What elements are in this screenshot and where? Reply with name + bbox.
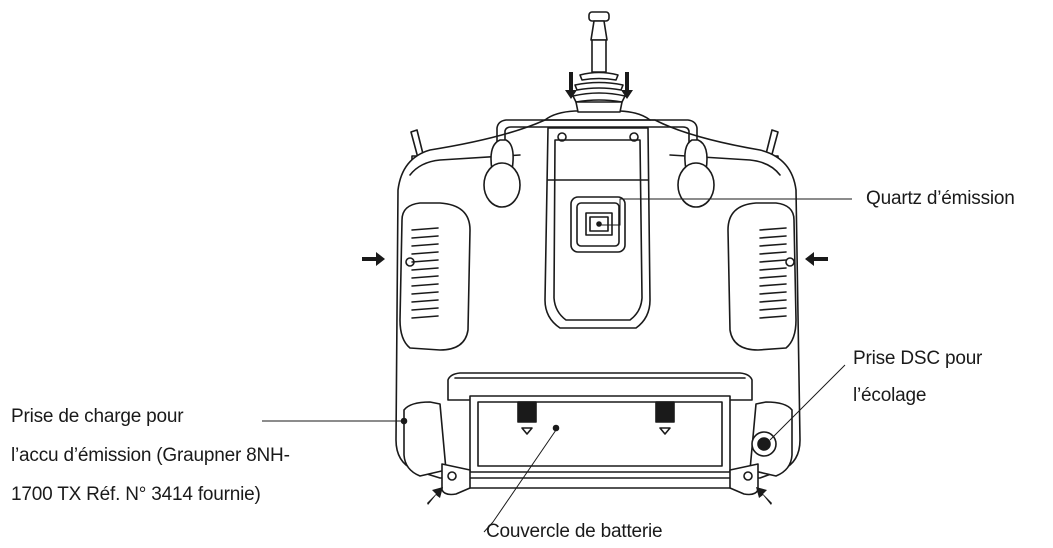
leader-battery-cover bbox=[483, 429, 557, 533]
screw bbox=[447, 471, 457, 481]
arrow-left-icon bbox=[805, 252, 828, 266]
charge-socket bbox=[400, 417, 408, 425]
battery-latch-right bbox=[655, 401, 675, 435]
battery-latch-left bbox=[517, 401, 537, 435]
label-charge-line3: 1700 TX Réf. N° 3414 fournie) bbox=[11, 484, 261, 505]
grip-left bbox=[399, 202, 471, 351]
screw bbox=[743, 471, 753, 481]
arrow-up-right-icon bbox=[427, 487, 443, 505]
arrow-right-icon bbox=[362, 252, 385, 266]
label-battery-cover: Couvercle de batterie bbox=[486, 521, 663, 542]
leader-quartz bbox=[600, 198, 852, 226]
grip-right bbox=[727, 202, 797, 351]
dsc-socket bbox=[751, 431, 777, 457]
switch-right bbox=[677, 139, 715, 208]
battery-compartment bbox=[447, 372, 753, 473]
label-charge-line2: l’accu d’émission (Graupner 8NH- bbox=[11, 445, 290, 466]
screw bbox=[557, 132, 567, 142]
charge-socket-recess bbox=[403, 401, 447, 477]
leader-dsc bbox=[769, 364, 846, 441]
quartz-holder bbox=[570, 196, 626, 253]
foot-left bbox=[441, 463, 471, 496]
label-dsc-line1: Prise DSC pour bbox=[853, 348, 983, 369]
control-stick bbox=[572, 11, 626, 113]
arrow-up-left-icon bbox=[756, 487, 772, 505]
label-quartz: Quartz d’émission bbox=[866, 188, 1015, 209]
foot-right bbox=[729, 463, 759, 496]
screw bbox=[629, 132, 639, 142]
center-panel bbox=[544, 127, 651, 329]
label-dsc-line2: l’écolage bbox=[853, 385, 927, 406]
label-charge-line1: Prise de charge pour bbox=[11, 406, 184, 427]
arrow-down-icon bbox=[565, 72, 577, 99]
switch-left bbox=[483, 139, 521, 208]
arrow-down-icon bbox=[621, 72, 633, 99]
